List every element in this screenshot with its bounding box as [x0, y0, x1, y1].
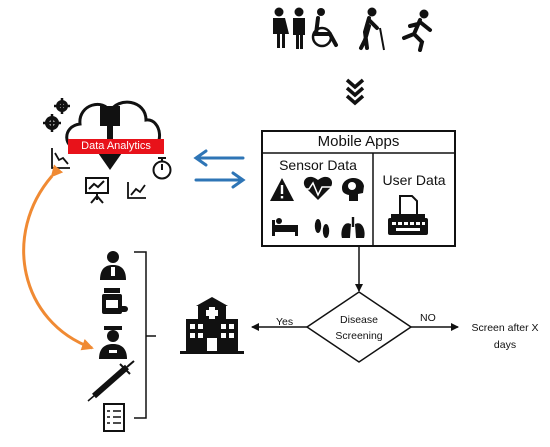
no-label: NO [420, 312, 436, 324]
screen-after-label: Screen after X days [471, 322, 539, 351]
sensor-data-title: Sensor Data [279, 157, 357, 173]
screening-diamond [305, 291, 413, 363]
man-icon [293, 7, 305, 49]
hospital-icon [180, 297, 244, 354]
brain-icon [342, 177, 364, 201]
nurse-icon [99, 326, 127, 359]
footprints-icon [314, 219, 330, 238]
care-bracket [134, 251, 156, 419]
screening-label-line2: Screening [335, 330, 383, 342]
analytics-care-arrow [22, 164, 94, 351]
bed-icon [272, 218, 298, 236]
user-data-title: User Data [382, 172, 446, 188]
data-analytics-label: Data Analytics [68, 139, 164, 154]
chevrons-down-icon [345, 78, 365, 106]
heartbeat-icon [300, 176, 336, 200]
wheelchair-icon [311, 8, 338, 48]
screening-label: Disease Screening [312, 312, 406, 344]
doctor-icon [100, 251, 126, 280]
elderly-icon [359, 7, 385, 51]
runner-icon [402, 9, 432, 52]
stopwatch-icon [152, 157, 172, 180]
checklist-icon [103, 403, 125, 432]
sync-arrows [193, 149, 246, 189]
chart-icon [51, 148, 146, 199]
typewriter-icon [388, 195, 428, 235]
presentation-icon [85, 177, 109, 204]
mobile-apps-title: Mobile Apps [317, 133, 400, 150]
pill-bottle-icon [102, 288, 128, 314]
warning-icon [270, 178, 294, 201]
syringe-icon [87, 360, 135, 402]
yes-label: Yes [276, 316, 294, 328]
gears-icon [43, 98, 70, 132]
woman-icon [273, 7, 289, 48]
screening-label-line1: Disease [340, 314, 378, 326]
lungs-icon [341, 217, 365, 238]
cloud-download-icon [65, 100, 161, 170]
